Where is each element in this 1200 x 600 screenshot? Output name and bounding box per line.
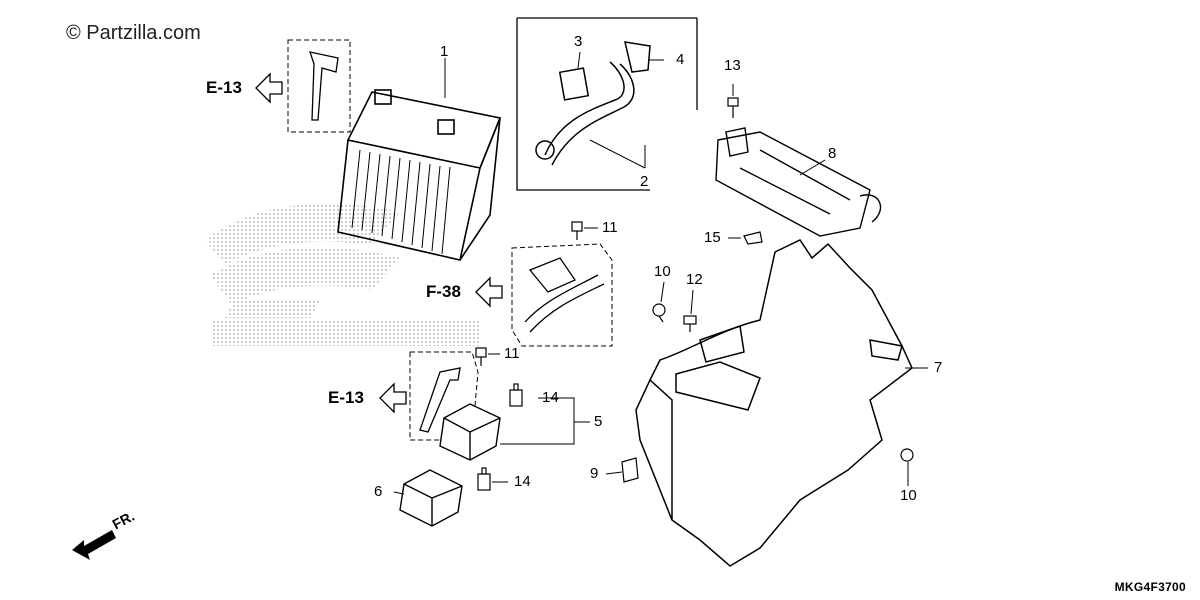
e13-bottom-dashed-box [409,351,479,441]
ref-e13-bottom[interactable]: E-13 [328,388,364,407]
callout-15[interactable]: 15 [704,229,721,246]
battery-cover-part[interactable] [635,239,913,567]
honda-wing-watermark [205,203,480,346]
clip-15[interactable] [743,231,763,245]
callout-2[interactable]: 2 [640,173,649,190]
cable-bracket-box [516,17,698,191]
callout-8[interactable]: 8 [828,145,837,162]
fr-arrow-icon [72,530,116,560]
fuse-14-lower[interactable] [477,467,491,491]
bolt-12[interactable] [683,315,697,332]
arrow-left-icon [475,276,503,308]
fuse-box-part[interactable] [439,403,501,461]
callout-14-upper[interactable]: 14 [542,389,559,406]
callout-4[interactable]: 4 [676,51,685,68]
callout-5[interactable]: 5 [594,413,603,430]
e13-top-dashed-box [287,39,351,133]
battery-cable-part[interactable] [535,41,651,166]
ref-f38[interactable]: F-38 [426,282,461,301]
callout-7[interactable]: 7 [934,359,943,376]
fuse-14-upper[interactable] [509,383,523,407]
bolt-10-lower[interactable] [900,448,914,462]
arrow-left-icon [379,382,407,414]
callout-10-lower[interactable]: 10 [900,487,917,504]
callout-11-upper[interactable]: 11 [602,219,618,236]
bolt-11-upper[interactable] [571,221,583,240]
callout-3[interactable]: 3 [574,33,583,50]
ref-e13-top[interactable]: E-13 [206,78,242,97]
f38-dashed-box [511,243,613,347]
watermark: © Partzilla.com [66,22,201,44]
bolt-13[interactable] [727,97,739,118]
bolt-10-upper[interactable] [652,303,666,323]
bracket-lines-5 [500,397,590,445]
relay-part[interactable] [399,469,463,527]
clip-9[interactable] [621,457,639,483]
diagram-code: MKG4F3700 [1114,580,1186,594]
leader-lines [393,84,928,495]
callout-10-upper[interactable]: 10 [654,263,671,280]
callout-14-lower[interactable]: 14 [514,473,531,490]
callout-13[interactable]: 13 [724,57,741,74]
callout-12[interactable]: 12 [686,271,703,288]
callout-9[interactable]: 9 [590,465,599,482]
callout-6[interactable]: 6 [374,483,383,500]
callout-1[interactable]: 1 [440,43,449,60]
arrow-left-icon [255,72,283,104]
bolt-11-lower[interactable] [475,347,487,366]
battery-part[interactable] [337,89,502,261]
callout-11-lower[interactable]: 11 [504,345,520,362]
battery-tray-part[interactable] [715,127,882,237]
